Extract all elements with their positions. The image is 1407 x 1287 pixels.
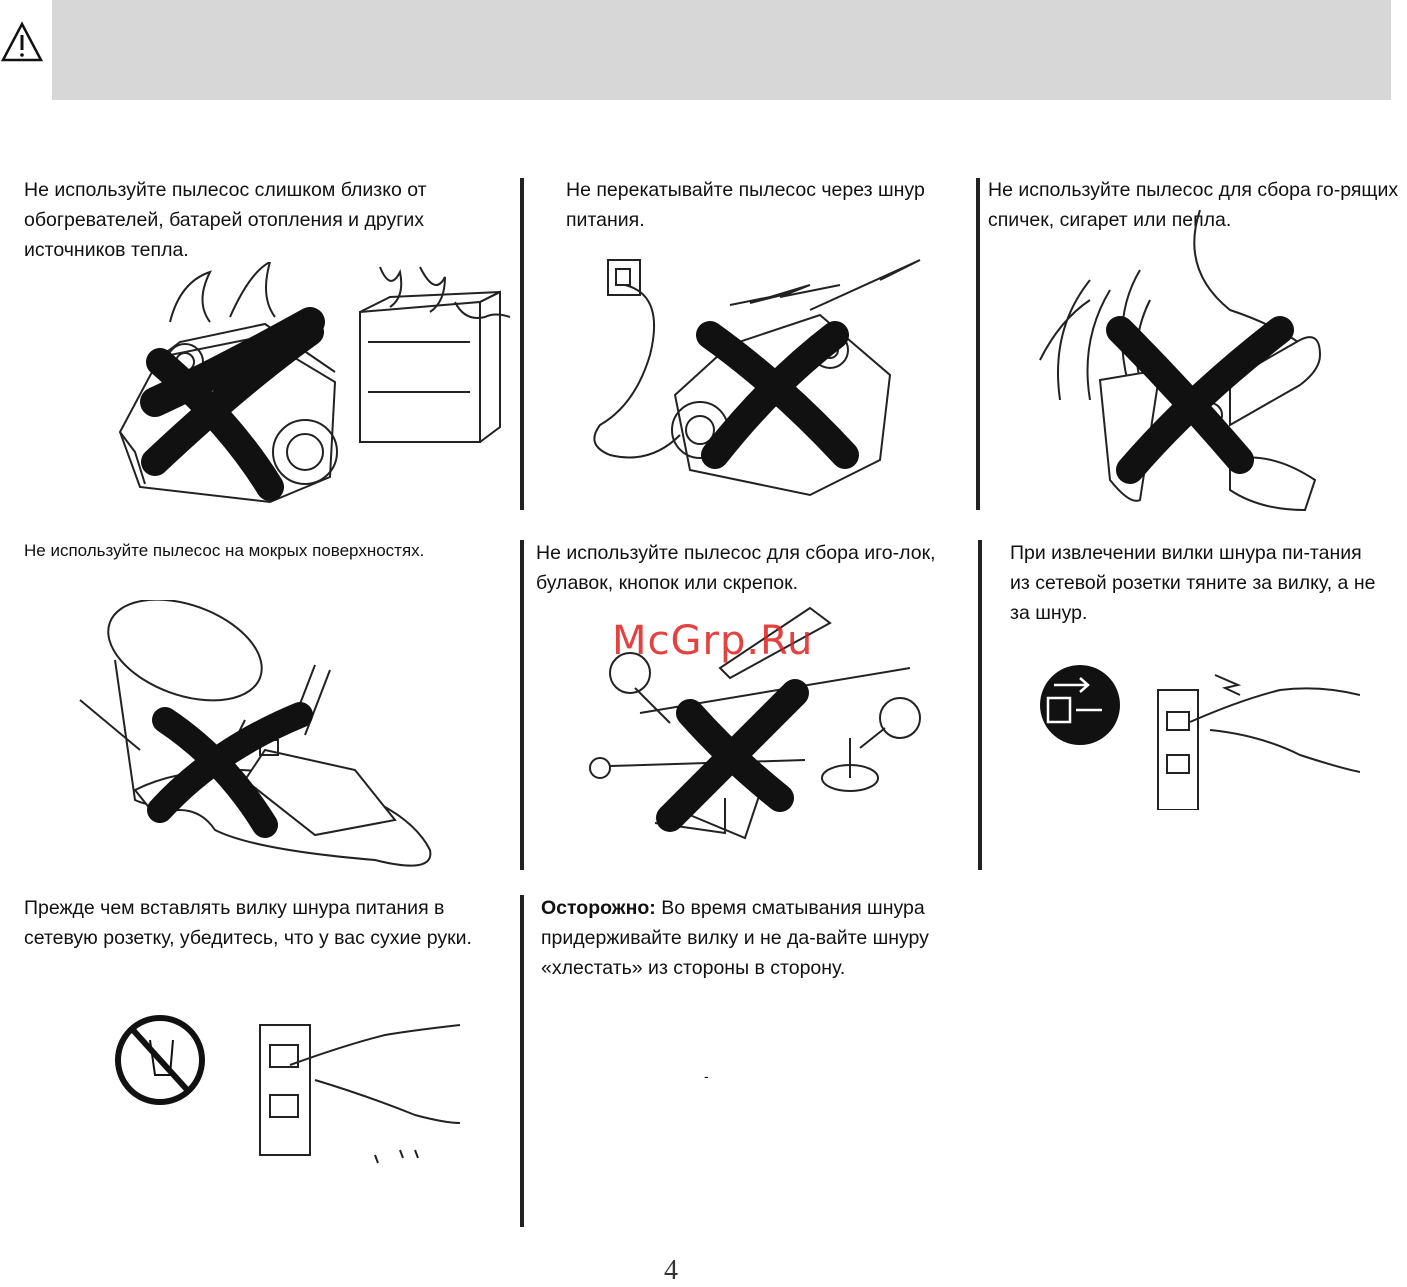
illustration-dry-hands <box>115 1005 465 1170</box>
illustration-cord-roll <box>580 255 925 510</box>
column-divider <box>520 895 524 1227</box>
illustration-wet-surface <box>75 600 435 872</box>
caption-burning: Не используйте пылесос для сбора го-рящи… <box>988 179 1399 231</box>
caption-rewind: Осторожно: Во время сматывания шнура при… <box>541 893 971 983</box>
caption-wet: Не используйте пылесос на мокрых поверхн… <box>24 541 425 560</box>
illustration-needles-pins <box>580 598 925 858</box>
illustration-unplug <box>1040 660 1360 810</box>
column-divider <box>978 540 982 870</box>
illustration-burning-items <box>1030 210 1385 520</box>
caption-dry-hands: Прежде чем вставлять вилку шнура питания… <box>24 897 472 949</box>
caption-cord-roll: Не перекатывайте пылесос через шнур пита… <box>566 179 925 231</box>
column-divider <box>520 178 524 510</box>
watermark: McGrp.Ru <box>612 618 814 664</box>
warning-triangle-icon <box>0 20 44 64</box>
column-divider <box>520 540 524 870</box>
caption-heaters: Не используйте пылесос слишком близко от… <box>24 179 427 261</box>
column-divider <box>976 178 980 510</box>
caution-label: Осторожно: <box>541 897 656 919</box>
illustration-heater <box>100 262 520 510</box>
header-band <box>52 0 1391 100</box>
page-number: 4 <box>664 1255 678 1286</box>
caption-unplug: При извлечении вилки шнура пи-тания из с… <box>1010 542 1376 624</box>
caption-needles: Не используйте пылесос для сбора иго-лок… <box>536 542 936 594</box>
stray-mark: - <box>704 1068 709 1084</box>
caution-text: Во время сматывания шнура придерживайте … <box>541 897 929 979</box>
